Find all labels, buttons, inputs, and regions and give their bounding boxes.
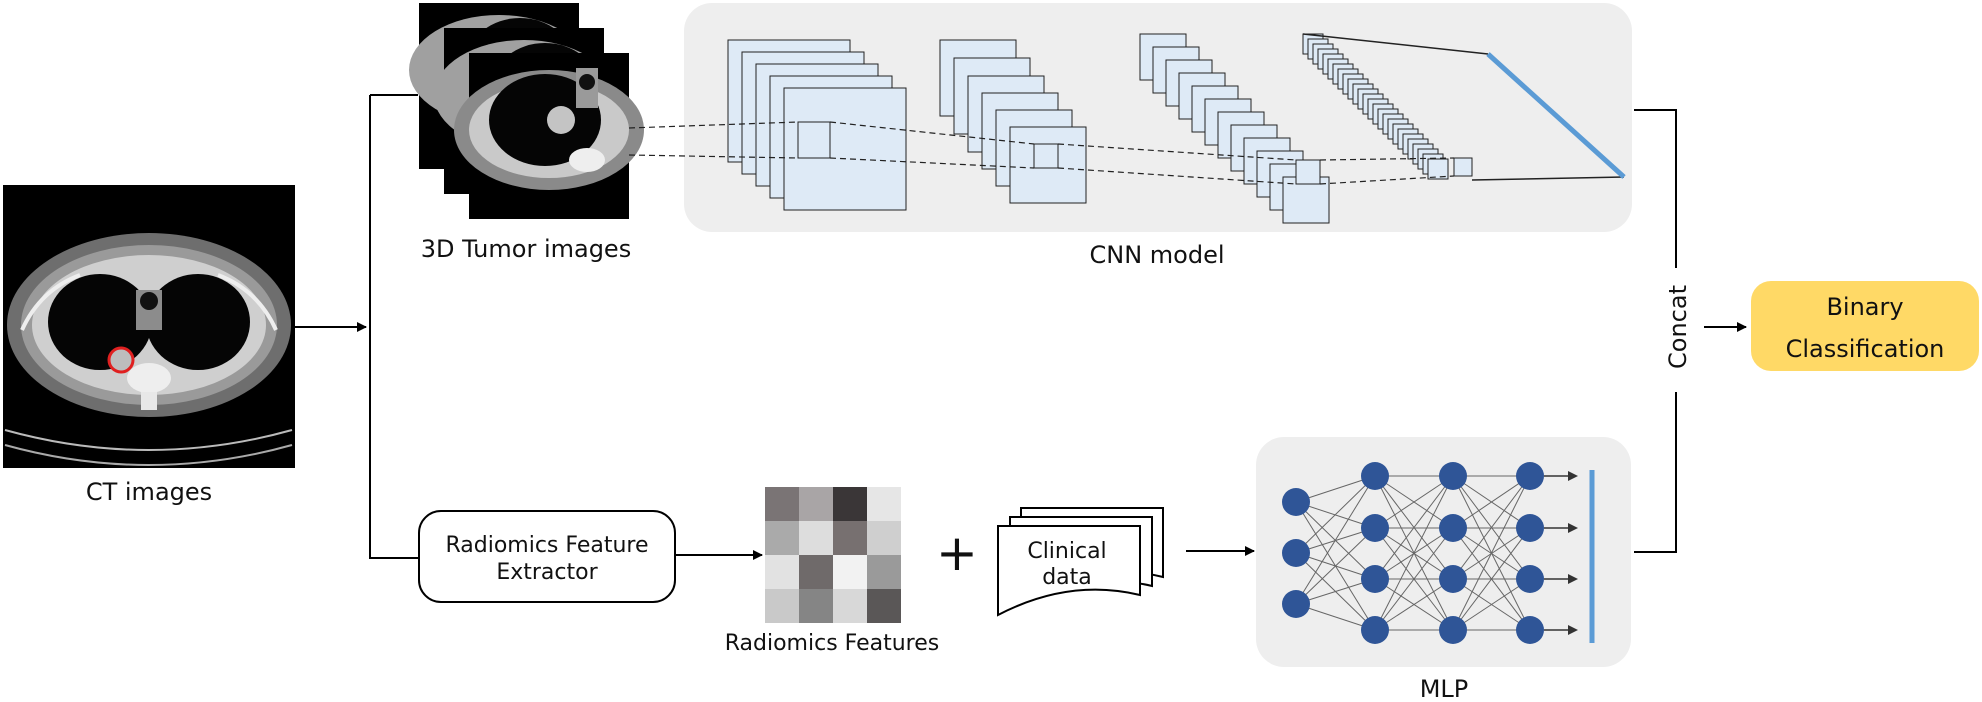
mlp-node [1516,616,1544,644]
mlp-edge [1374,475,1454,580]
feature-cell [833,589,867,623]
cnn-panel [684,3,1632,232]
mlp-node [1439,462,1467,490]
feature-cell [833,555,867,589]
feature-cell [867,521,901,555]
tumor-image-stack [409,3,644,219]
feature-cell [833,487,867,521]
feature-cell [799,487,833,521]
feature-cell [867,487,901,521]
mlp-node [1361,616,1389,644]
ct-images-label: CT images [86,478,212,506]
radiomics-extractor-label-line2: Extractor [496,560,598,585]
mlp-node [1516,514,1544,542]
plus-sign: + [936,524,978,582]
feature-cell [799,589,833,623]
clinical-data-label-line2: data [1042,565,1092,590]
tumor-slice [454,53,644,219]
mlp-label: MLP [1420,675,1469,702]
feature-cell [799,521,833,555]
receptive-field [797,121,831,159]
feature-cell [765,555,799,589]
radiomics-extractor-box [418,510,676,603]
mlp-node [1282,539,1310,567]
mlp-node [1439,565,1467,593]
cnn-layer-1 [727,39,907,211]
cnn-layer-3 [1139,33,1330,224]
receptive-field [1295,159,1321,185]
mlp-edge [1452,578,1531,631]
mlp-node [1516,462,1544,490]
cnn-layer-2 [939,39,1087,204]
mlp-edge [1374,578,1454,631]
mlp-output-arrowhead [1568,574,1578,584]
ct-image [3,185,295,468]
cnn-layer-4 [1302,33,1473,180]
mlp-edge [1452,475,1531,580]
cnn-model-label: CNN model [1089,241,1224,269]
mlp-panel [1256,437,1631,667]
binary-classification-label-line2: Classification [1786,335,1945,363]
radiomics-extractor-label-line1: Radiomics Feature [445,533,648,558]
connector-lines [295,94,1747,560]
tumor-images-label: 3D Tumor images [421,235,631,263]
feature-cell [765,521,799,555]
mlp-output-arrowhead [1568,625,1578,635]
mlp-edge [1452,527,1531,631]
mlp-output-arrowhead [1568,523,1578,533]
feature-cell [799,555,833,589]
mlp-node [1282,590,1310,618]
mlp-output-arrowhead [1568,471,1578,481]
mlp-edge [1452,475,1531,529]
clinical-data-label-line1: Clinical [1027,539,1106,564]
mlp-node [1361,565,1389,593]
feature-cell [765,487,799,521]
clinical-doc-front [997,525,1141,617]
receptive-field [1453,157,1473,177]
mlp-node [1361,514,1389,542]
binary-classification-box [1751,281,1979,371]
mlp-edge [1374,475,1454,529]
cnn-fc-connector [1302,33,1625,181]
radiomics-features-label: Radiomics Features [725,631,940,656]
mlp-node [1439,616,1467,644]
mlp-network [1282,462,1578,644]
radiomics-feature-grid [765,487,901,623]
feature-cell [765,589,799,623]
mlp-node [1361,462,1389,490]
binary-classification-label-line1: Binary [1826,293,1903,321]
mlp-edge [1452,475,1531,631]
cnn-output-vector [1486,52,1626,179]
mlp-edge [1374,475,1454,631]
feature-cell [867,589,901,623]
concat-label: Concat [1664,285,1692,369]
mlp-edge [1374,527,1454,631]
mlp-edge [1295,475,1376,554]
feature-cell [867,555,901,589]
mlp-node [1516,565,1544,593]
cnn-projection-lines [628,121,1455,185]
mlp-edge [1295,475,1376,605]
feature-cell [833,521,867,555]
clinical-data-docs [997,507,1164,617]
mlp-node [1439,514,1467,542]
mlp-edge [1295,527,1376,605]
mlp-node [1282,488,1310,516]
receptive-field [1033,143,1059,169]
